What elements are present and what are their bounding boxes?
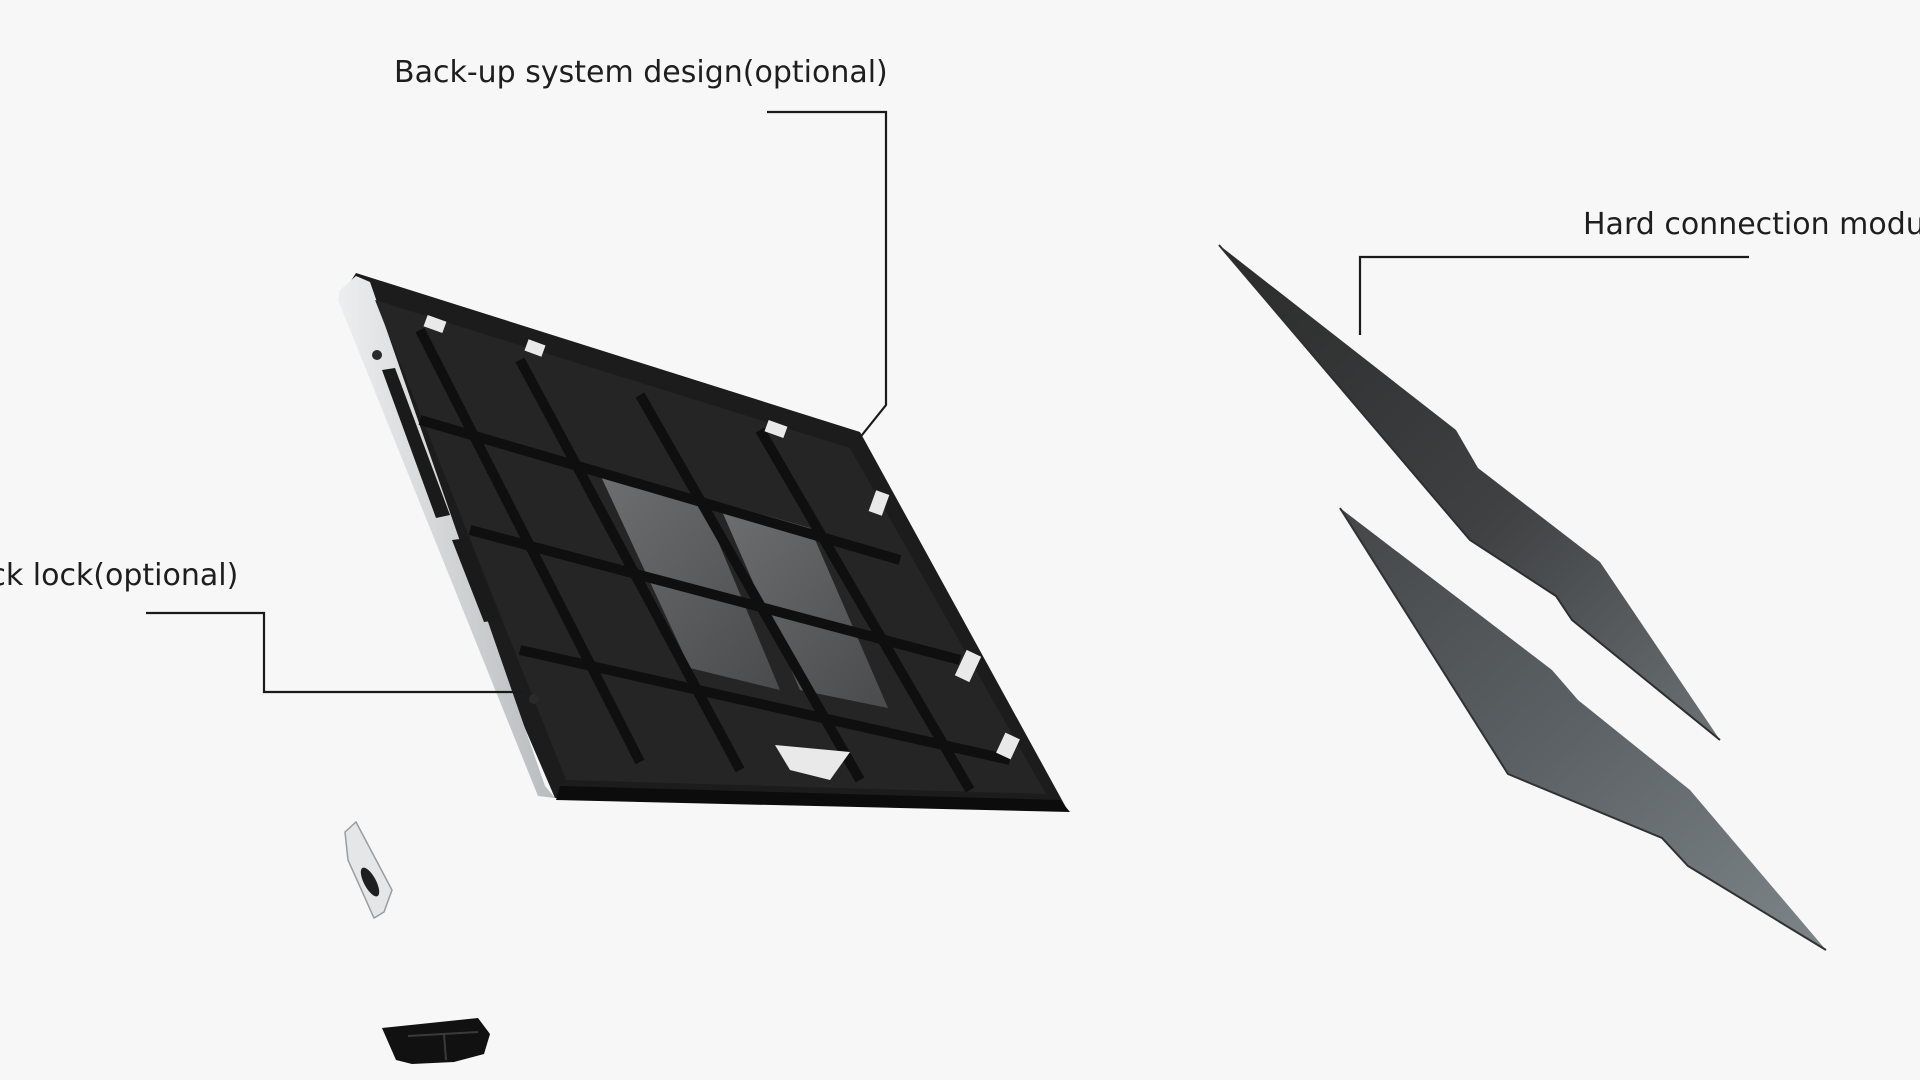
module-panel-bottom-edge <box>1339 507 1827 951</box>
cabinet-bottom-rail <box>556 786 1070 812</box>
quick-lock-slot <box>360 867 380 897</box>
cabinet-window-left <box>598 470 780 690</box>
callout-label-backup: Back-up system design(optional) <box>394 55 888 90</box>
led-cabinet <box>338 273 1070 812</box>
module-panel-bottom <box>1340 508 1826 950</box>
quick-lock-block <box>382 1018 490 1064</box>
leader-line-backup <box>767 110 888 441</box>
cabinet-side-edge <box>338 276 555 798</box>
cabinet-side-handles <box>382 368 500 622</box>
quick-lock-parts <box>344 820 490 1064</box>
cabinet-ribs <box>415 327 1012 793</box>
cabinet-fittings <box>423 314 1020 780</box>
quick-lock-bracket <box>344 820 393 920</box>
module-panel-top <box>1219 245 1720 740</box>
hard-connection-module <box>1218 244 1827 951</box>
leader-line-quick-lock <box>146 611 524 694</box>
cabinet-window-right <box>718 502 888 708</box>
callout-label-quick-lock: uick lock(optional) <box>0 558 239 593</box>
module-panel-top-edge <box>1218 244 1721 741</box>
leader-line-hard-connection <box>1358 255 1749 335</box>
callout-label-hard-connection: Hard connection modu <box>1583 207 1920 242</box>
cabinet-lock-holes <box>372 350 539 704</box>
